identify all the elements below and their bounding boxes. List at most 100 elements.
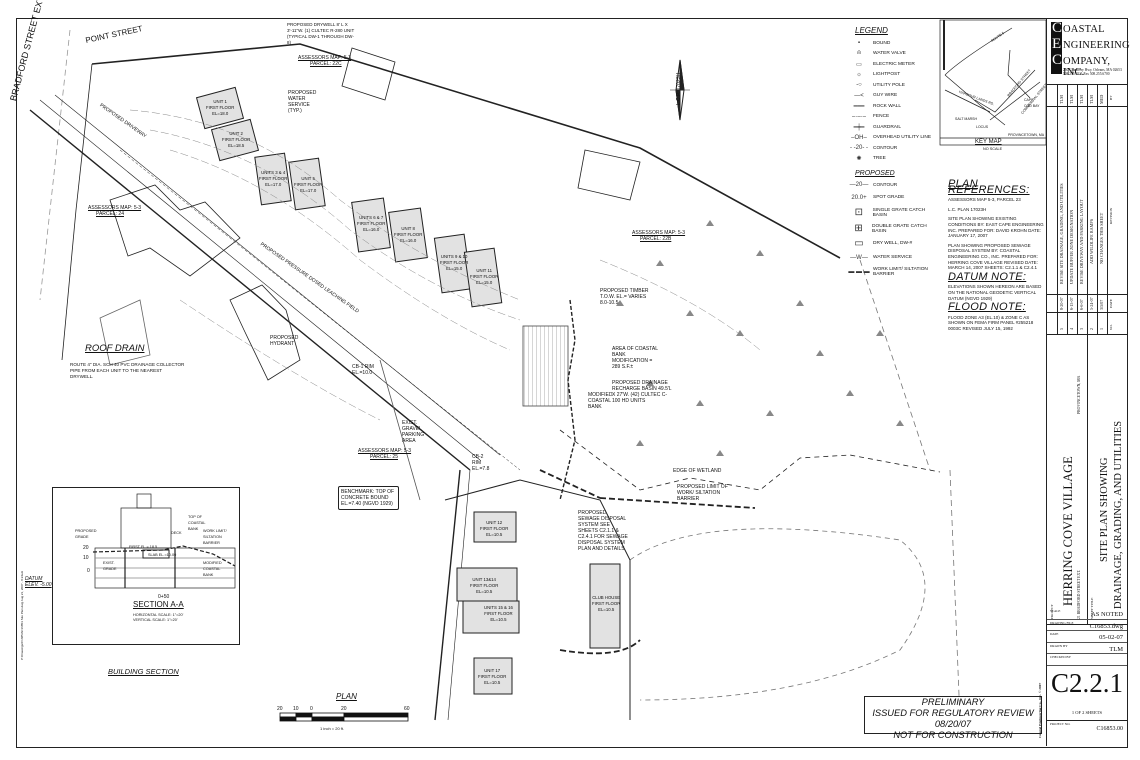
section-datum: DATUM ELEV. -5.00 — [25, 576, 52, 588]
note-drywell: PROPOSED DRYWELL 8' L x 3'-11"W. (1) CUL… — [287, 22, 355, 45]
datum-note-title: DATUM NOTE: — [948, 270, 1027, 283]
scale-tick: 60 — [404, 706, 410, 712]
note-recharge-basin: PROPOSED DRAINAGE RECHARGE BASIN 49.5'L … — [612, 380, 672, 404]
keymap-subtitle: NO SCALE — [983, 147, 1003, 151]
legend-item: –·–·–FENCE — [845, 112, 940, 123]
revision-by: TLM — [1089, 95, 1094, 104]
section-hscale: HORIZONTAL SCALE: 1"=20' — [133, 613, 184, 617]
fence-icon: –·–·– — [851, 113, 866, 120]
proposed-contour-icon: —20— — [849, 182, 869, 189]
revision-date: 3/5/07 — [1099, 299, 1104, 310]
legend-item: -○UTILITY POLE — [845, 80, 940, 91]
scale-tick: 10 — [293, 706, 299, 712]
revision-by: TLM — [1069, 95, 1074, 104]
plan-reference-item: L.C. PLAN 17023H — [948, 206, 987, 212]
revision-no: 1 — [1099, 328, 1104, 330]
revision-date: 8-20-07 — [1059, 297, 1064, 310]
scale-tick: 20 — [341, 706, 347, 712]
legend-item: ━━━ROCK WALL — [845, 101, 940, 112]
drawing-sheet-border — [16, 18, 1128, 748]
legend-item: - -20- -CONTOUR — [845, 143, 940, 154]
bound-icon: ▪ — [857, 40, 861, 47]
note-hydrant: PROPOSED HYDRANT — [270, 335, 299, 347]
datum-note-text: ELEVATIONS SHOWN HEREON ARE BASED ON THE… — [948, 284, 1042, 301]
roof-drain-text: ROUTE 4" DIA. SCH 40 PVC DRAINAGE COLLEC… — [70, 362, 185, 379]
parcel-sub: PARCEL: 25 — [370, 454, 398, 460]
section-label: EXIST. GRADE — [103, 561, 117, 571]
legend-item: —20—CONTOUR — [845, 180, 940, 191]
info-row: CHECKED BY — [1047, 654, 1127, 666]
section-title: SECTION A-A — [133, 600, 184, 609]
scale-tick: 20 — [277, 706, 283, 712]
plan-reference-item: SITE PLAN SHOWING EXISTING CONDITIONS BY… — [948, 216, 1044, 239]
water-service-icon: —W— — [850, 254, 868, 261]
section-ytick: 0 — [87, 568, 90, 574]
parcel-sub: PARCEL: 22B — [640, 236, 672, 242]
note-bank-modification: AREA OF COASTAL BANK MODIFICATION = 289 … — [612, 346, 658, 370]
electric-meter-icon: ▭ — [856, 61, 862, 68]
legend-item: ━┿━GUARDRAIL — [845, 122, 940, 133]
parcel-sub: PARCEL: 22C — [310, 61, 342, 67]
legend-title: LEGEND — [855, 26, 888, 35]
section-label: DECK — [171, 531, 182, 535]
note-cb1: CB-1 RIM EL.=10.0 — [352, 364, 374, 376]
preliminary-stamp: PRELIMINARY ISSUED FOR REGULATORY REVIEW… — [864, 696, 1042, 740]
revision-header: NO. — [1109, 324, 1113, 330]
single-catch-basin-icon: ⊡ — [854, 207, 863, 218]
copyright: Coastal Engineering Co., Inc. © 2007 — [1038, 682, 1042, 738]
section-station: 0+50 — [158, 594, 170, 600]
lightpost-icon: ☼ — [856, 71, 862, 78]
sheet-of: 1 OF 2 SHEETS — [1071, 710, 1103, 715]
note-timber: PROPOSED TIMBER T.O.W. EL.= VARIES 8.0-1… — [600, 288, 649, 306]
section-label: MODIFIED COASTAL BANK — [203, 561, 222, 577]
keymap-label: PROVINCETOWN, MA — [1008, 133, 1045, 137]
guardrail-icon: ━┿━ — [853, 124, 865, 131]
legend-item: ✺TREE — [845, 154, 940, 165]
flood-note-title: FLOOD NOTE: — [948, 301, 1026, 314]
contour-icon: - -20- - — [850, 145, 868, 152]
revision-date: 5-24-07 — [1089, 297, 1094, 310]
building-section-title: BUILDING SECTION — [108, 667, 179, 676]
project-number: C16853.00 — [1096, 726, 1123, 732]
note-cb2: CB-2 RIM EL.=7.8 — [472, 454, 490, 472]
legend-panel: LEGEND ▪BOUND ⍝WATER VALVE ▭ELECTRIC MET… — [845, 26, 940, 279]
legend-item: ▭DRY WELL, DW-# — [845, 237, 940, 251]
revision-header: DATE — [1109, 299, 1113, 308]
legend-item: —<GUY WIRE — [845, 91, 940, 102]
note-benchmark: BENCHMARK: TOP OF CONCRETE BOUND EL.=7.4… — [338, 486, 399, 510]
plan-reference-item: PLAN SHOWING PROPOSED SEWAGE DISPOSAL SY… — [948, 242, 1038, 271]
revision-header: REVISION — [1109, 207, 1113, 224]
plan-references-panel: PLAN REFERENCES: ASSESSORS MAP 5-3, PARC… — [948, 178, 1044, 335]
tree-icon: ✺ — [856, 156, 862, 163]
parcel-sub: PARCEL: 24 — [96, 211, 124, 217]
revision-desc: ADD WILDLIFE RAMPS — [1089, 218, 1094, 264]
spot-grade-icon: 20.0+ — [851, 194, 867, 201]
sheet-title-line2: DRAINAGE, GRADING, AND UTILITIES — [1113, 420, 1124, 609]
legend-item: ▬ ▬ ▬WORK LIMIT/ SILTATION BARRIER — [845, 265, 940, 279]
plan-reference-item: ASSESSORS MAP 5-3, PARCEL 23 — [948, 197, 1021, 203]
roof-drain-title: ROOF DRAIN — [85, 343, 145, 354]
keymap-label: LOCUS — [976, 125, 989, 129]
revision-date: 6-6-07 — [1079, 299, 1084, 310]
legend-item: ▪BOUND — [845, 38, 940, 49]
overhead-line-icon: –OH– — [851, 134, 867, 141]
legend-proposed-title: PROPOSED — [855, 170, 895, 177]
parcel-label: ASSESSORS MAP: 5-3 — [298, 55, 352, 61]
revision-desc: REVISE DRIVEWAY AND PARKING LAYOUT — [1079, 199, 1084, 284]
section-label: WORK LIMIT/ SILTATION BARRIER — [203, 529, 227, 545]
note-water-service: PROPOSED WATER SERVICE (TYP.) — [288, 90, 317, 114]
revision-no: 2 — [1089, 328, 1094, 330]
logo-bar — [1051, 22, 1062, 74]
